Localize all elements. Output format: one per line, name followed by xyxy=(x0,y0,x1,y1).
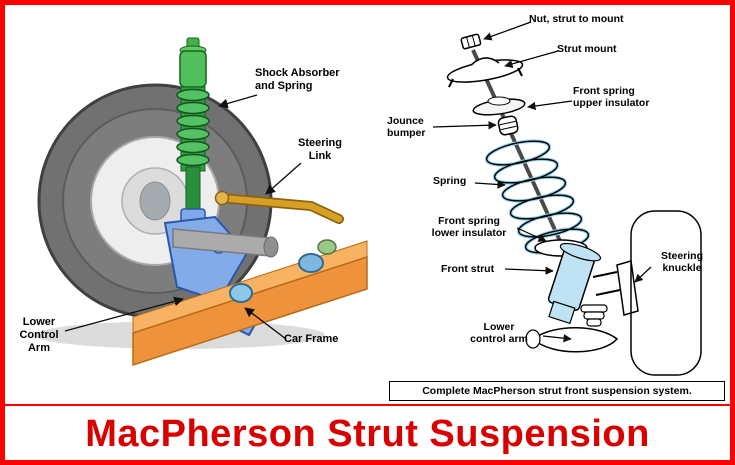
diagram-area: Shock Absorber and Spring Steering Link … xyxy=(5,5,730,406)
label-front-strut: Front strut xyxy=(441,263,495,275)
steering-knuckle-graphic xyxy=(592,260,639,316)
suspension-diagrams-svg xyxy=(35,21,702,376)
label-car-frame: Car Frame xyxy=(284,333,339,345)
upper-insulator-graphic xyxy=(472,96,526,116)
front-strut-graphic xyxy=(547,242,602,325)
label-front-spring-upper-insulator: Front spring upper insulator xyxy=(573,85,650,110)
axle-graphic xyxy=(172,228,279,258)
right-diagram-caption: Complete MacPherson strut front suspensi… xyxy=(389,381,725,401)
right-exploded-diagram xyxy=(432,21,702,376)
left-label-arrows xyxy=(64,94,302,340)
nut-graphic xyxy=(460,33,482,50)
label-shock-absorber: Shock Absorber and Spring xyxy=(255,67,340,92)
label-strut-mount: Strut mount xyxy=(557,43,617,55)
steering-link-graphic xyxy=(214,190,344,224)
label-steering-link: Steering Link xyxy=(297,137,342,162)
label-jounce-bumper: Jounce bumper xyxy=(387,115,426,140)
jounce-bumper-graphic xyxy=(497,115,519,136)
label-nut-strut-to-mount: Nut, strut to mount xyxy=(529,13,624,25)
strut-rod xyxy=(471,49,572,264)
strut-mount-graphic xyxy=(446,57,524,88)
right-label-arrows xyxy=(432,21,652,343)
shock-absorber-graphic xyxy=(176,37,210,218)
tire-outline-graphic xyxy=(630,210,702,376)
boot-graphic xyxy=(580,304,608,327)
label-front-spring-lower-insulator: Front spring lower insulator xyxy=(431,215,507,240)
label-spring: Spring xyxy=(433,175,467,187)
coil-spring-graphic xyxy=(484,139,591,255)
left-illustration xyxy=(35,37,368,367)
label-lower-control-arm-right: Lower control arm xyxy=(470,321,528,346)
lower-control-arm-graphic xyxy=(525,327,619,353)
page-title: MacPherson Strut Suspension xyxy=(85,413,650,455)
label-lower-control-arm-left: Lower Control Arm xyxy=(19,316,59,354)
label-steering-knuckle: Steering knuckle xyxy=(660,250,703,275)
title-bar: MacPherson Strut Suspension xyxy=(5,406,730,460)
